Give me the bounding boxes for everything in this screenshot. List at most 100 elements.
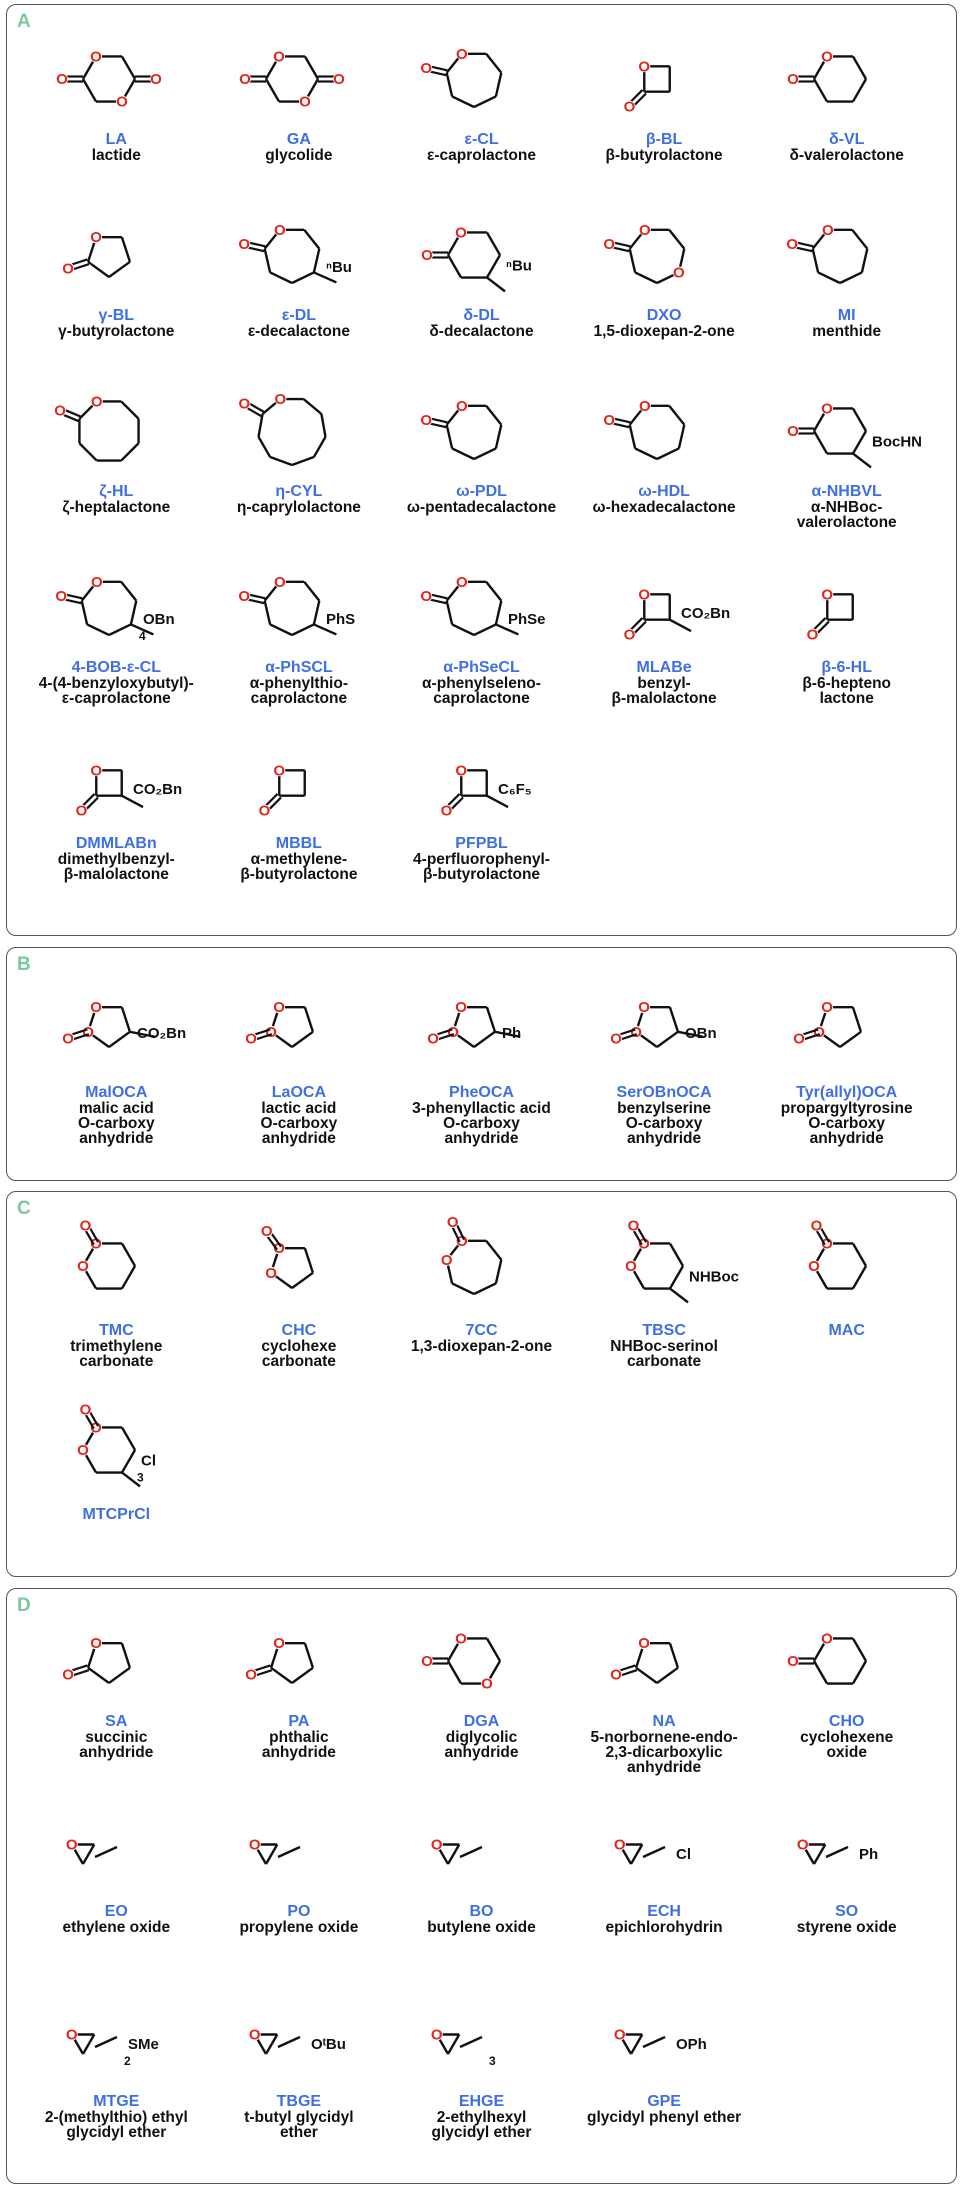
subscript-label: 2 xyxy=(124,2054,131,2068)
svg-text:O: O xyxy=(239,71,251,88)
svg-text:O: O xyxy=(447,1214,459,1231)
compound-abbreviation: NA xyxy=(652,1713,676,1730)
compound-name: menthide xyxy=(812,323,882,340)
substituent-label: OPh xyxy=(676,2036,707,2053)
svg-text:O: O xyxy=(91,999,103,1016)
compound-name: carbonate xyxy=(261,1353,336,1370)
compound-abbreviation: ω-HDL xyxy=(638,483,690,500)
svg-text:O: O xyxy=(482,1676,494,1693)
compound-name: anhydride xyxy=(444,1130,519,1147)
compound-name: propargyltyrosine xyxy=(780,1100,913,1117)
svg-text:O: O xyxy=(813,1024,825,1041)
pa-structure: OO xyxy=(244,1635,314,1684)
compound-abbreviation: ζ-HL xyxy=(99,483,134,500)
panel-label: B xyxy=(17,954,31,975)
bo-structure: O xyxy=(431,1837,483,1865)
compound-abbreviation: EHGE xyxy=(458,2093,505,2110)
compound-name: caprolactone xyxy=(433,690,530,707)
compound-name: diglycolic xyxy=(445,1729,518,1746)
svg-text:O: O xyxy=(261,1223,273,1240)
substituent-label: ⁿBu xyxy=(326,259,352,276)
compound-name: epichlorohydrin xyxy=(605,1919,723,1936)
substituent-label: PhS xyxy=(326,611,355,628)
compound-name: propylene oxide xyxy=(239,1919,359,1936)
svg-text:O: O xyxy=(90,1419,102,1436)
svg-text:O: O xyxy=(603,412,615,429)
svg-text:O: O xyxy=(821,48,833,65)
sa-structure: OO xyxy=(62,1635,132,1684)
dga-structure: OOO xyxy=(421,1630,502,1693)
compound-abbreviation: δ-DL xyxy=(463,307,500,324)
tmc-structure: OOO xyxy=(77,1217,137,1290)
svg-text:O: O xyxy=(787,423,799,440)
svg-text:O: O xyxy=(63,260,75,277)
svg-text:O: O xyxy=(422,247,434,264)
svg-text:O: O xyxy=(80,1401,92,1418)
svg-text:O: O xyxy=(80,1217,92,1234)
compound-name: benzyl- xyxy=(637,675,691,692)
compound-name: carbonate xyxy=(79,1353,154,1370)
compound-name: anhydride xyxy=(261,1130,336,1147)
svg-text:O: O xyxy=(638,1235,650,1252)
svg-text:O: O xyxy=(624,627,636,644)
compound-name: glycidyl phenyl ether xyxy=(587,2109,742,2126)
compound-name: β-butyrolactone xyxy=(422,866,541,883)
compound-name: glycidyl ether xyxy=(66,2124,167,2141)
compound-name: α-methylene- xyxy=(250,851,348,868)
hexadecalactone-structure: OO xyxy=(603,398,686,461)
compound-abbreviation: SerOBnOCA xyxy=(616,1084,712,1101)
compound-abbreviation: CHC xyxy=(281,1322,317,1339)
compound-name: 4-(4-benzyloxybutyl)- xyxy=(38,675,194,692)
substituent-label: OᵗBu xyxy=(311,2036,346,2053)
svg-text:O: O xyxy=(77,1258,89,1275)
svg-text:O: O xyxy=(638,1635,650,1652)
compound-abbreviation: δ-VL xyxy=(828,131,865,148)
svg-text:O: O xyxy=(625,1258,637,1275)
svg-text:O: O xyxy=(265,1024,277,1041)
compound-name: 1,5-dioxepan-2-one xyxy=(593,323,735,340)
svg-text:O: O xyxy=(91,229,103,246)
substituent-label: SMe xyxy=(128,2036,159,2053)
compound-abbreviation: Tyr(allyl)OCA xyxy=(796,1084,898,1101)
svg-text:O: O xyxy=(63,1030,75,1047)
svg-text:O: O xyxy=(456,1233,468,1250)
gamma-butyrolactone-structure: OO xyxy=(62,229,132,278)
svg-text:O: O xyxy=(456,46,468,63)
compound-name: β-malolactone xyxy=(611,690,717,707)
compound-abbreviation: β-6-HL xyxy=(821,659,873,676)
chc-structure: OOO xyxy=(260,1223,314,1289)
compound-abbreviation: GPE xyxy=(647,2093,681,2110)
panel-label: D xyxy=(17,1595,31,1616)
svg-text:O: O xyxy=(821,400,833,417)
compound-abbreviation: EO xyxy=(104,1903,128,1920)
svg-text:O: O xyxy=(150,71,162,88)
svg-text:O: O xyxy=(274,222,286,239)
compound-name: succinic xyxy=(85,1729,148,1746)
compound-abbreviation: DXO xyxy=(646,307,682,324)
beta-butyrolactone-structure: OO xyxy=(623,58,672,116)
compound-name: β-malolactone xyxy=(63,866,169,883)
compound-abbreviation: PO xyxy=(287,1903,311,1920)
